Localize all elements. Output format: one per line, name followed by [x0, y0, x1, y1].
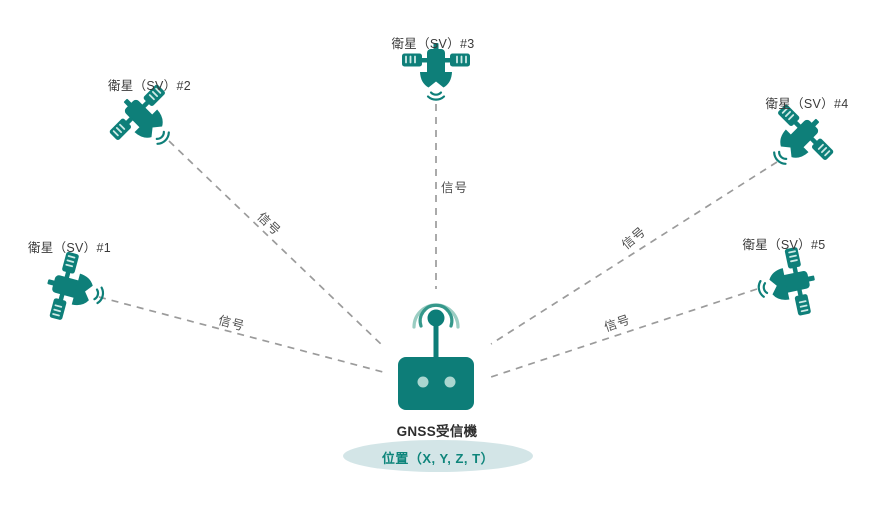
antenna-wave-inner-icon	[418, 303, 454, 328]
signal-label-sv3: 信号	[441, 181, 469, 195]
satellite-label-sv5: 衛星（SV）#5	[742, 238, 826, 252]
gnss-receiver-icon	[398, 303, 474, 410]
receiver-box	[398, 357, 474, 410]
signal-line-sv2	[168, 140, 384, 347]
satellite-label-sv3: 衛星（SV）#3	[391, 37, 475, 51]
satellite-icon-sv5	[750, 243, 823, 324]
satellite-label-sv2: 衛星（SV）#2	[108, 79, 191, 93]
signal-line-sv5	[490, 288, 758, 378]
position-output-label: 位置（X, Y, Z, T）	[381, 451, 495, 466]
antenna-ball	[427, 309, 445, 327]
satellite-icon-sv1	[37, 247, 113, 331]
satellite-label-sv1: 衛星（SV）#1	[28, 241, 111, 255]
satellite-label-sv4: 衛星（SV）#4	[765, 97, 849, 111]
receiver-knob-right	[444, 376, 456, 388]
antenna-mast	[433, 318, 439, 360]
signal-line-sv1	[98, 296, 384, 373]
position-output-ellipse	[343, 440, 533, 472]
receiver-label: GNSS受信機	[396, 424, 478, 439]
signal-line-sv4	[490, 161, 778, 345]
receiver-knob-left	[417, 376, 429, 388]
signal-lines	[98, 104, 778, 378]
